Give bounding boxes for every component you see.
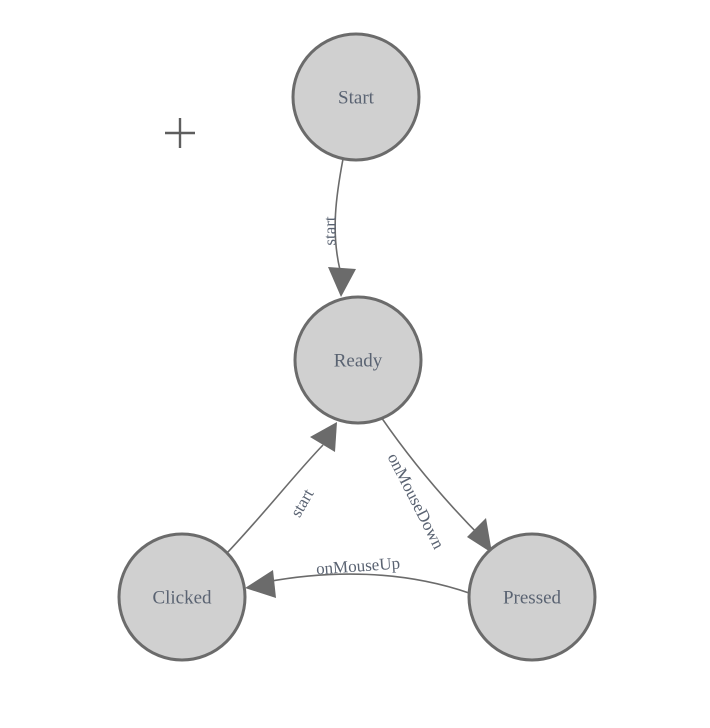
- edge-path-clicked-to-ready: [226, 444, 324, 554]
- edge-label-pressed-to-clicked: onMouseUp: [315, 554, 400, 579]
- node-ready[interactable]: Ready: [293, 295, 423, 425]
- node-clicked-label: Clicked: [152, 588, 212, 609]
- edge-path-start-to-ready: [334, 158, 344, 271]
- arrowhead-into-clicked: [245, 570, 276, 598]
- node-clicked-circle[interactable]: [117, 532, 247, 662]
- node-ready-circle[interactable]: [293, 295, 423, 425]
- crosshair-icon: [165, 118, 195, 148]
- edge-ready-to-pressed[interactable]: onMouseDown: [380, 416, 492, 553]
- edge-clicked-to-ready[interactable]: start: [226, 422, 337, 554]
- node-start-label: Start: [338, 88, 375, 109]
- edge-pressed-to-clicked[interactable]: onMouseUp: [245, 554, 470, 598]
- node-clicked[interactable]: Clicked: [117, 532, 247, 662]
- edge-path-ready-to-pressed: [380, 416, 485, 541]
- edge-label-clicked-to-ready: start: [286, 485, 317, 520]
- edge-start-to-ready[interactable]: start: [321, 158, 357, 297]
- edge-label-start-to-ready: start: [321, 216, 340, 246]
- node-start-circle[interactable]: [291, 32, 421, 162]
- arrowhead-into-ready-from-start: [328, 267, 356, 297]
- edge-path-pressed-to-clicked: [265, 573, 470, 594]
- node-pressed[interactable]: Pressed: [467, 532, 597, 662]
- node-pressed-label: Pressed: [503, 588, 562, 609]
- node-ready-label: Ready: [334, 351, 383, 372]
- arrowhead-into-ready-from-clicked: [310, 422, 337, 452]
- node-pressed-circle[interactable]: [467, 532, 597, 662]
- node-start[interactable]: Start: [291, 32, 421, 162]
- arrowhead-into-pressed: [467, 518, 492, 553]
